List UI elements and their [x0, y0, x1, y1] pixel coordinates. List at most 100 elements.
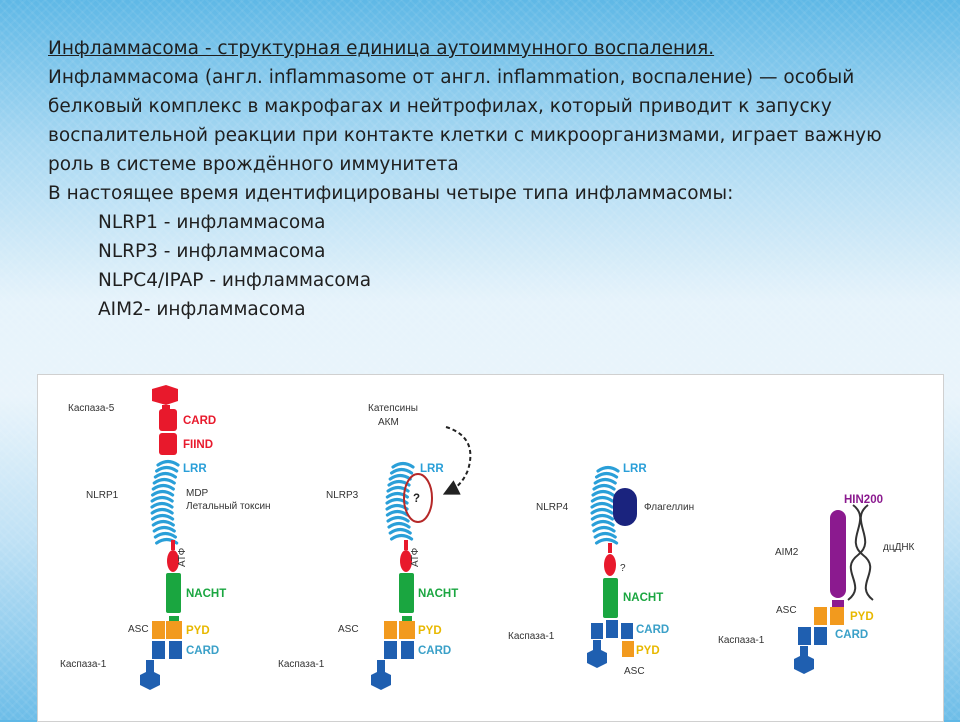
dsdna-label: дцДНК — [883, 542, 915, 553]
lrr-repeat — [593, 477, 617, 485]
nlrp3-activation-arrow — [442, 426, 472, 495]
nlrp3-card-label: CARD — [418, 645, 451, 657]
lrr-repeat — [150, 489, 175, 497]
hin200-label: HIN200 — [844, 494, 883, 506]
nlrp3-name: NLRP3 — [326, 490, 359, 501]
nlrp4-caspase1-label: Каспаза-1 — [508, 631, 555, 642]
nlrp3-nacht-label: NACHT — [418, 588, 458, 600]
nlrp3-atp-site — [400, 550, 412, 572]
type-item: NLPC4/IPAP - инфламмасома — [98, 270, 372, 291]
nlrp3-pyd-label: PYD — [418, 625, 442, 637]
aim2-card-label: CARD — [835, 629, 868, 641]
nlrp1-card-domain — [159, 409, 177, 431]
lrr-repeat — [591, 519, 615, 527]
nlrp1-ligand-mdp: MDP — [186, 488, 209, 499]
nlrp3-lrr-label: LRR — [420, 463, 444, 475]
nlrp1-caspase1-domain — [140, 670, 160, 690]
nlrp1-ligand-toxin: Летальный токсин — [186, 501, 271, 512]
aim2-asc-card — [814, 627, 827, 645]
lrr-repeat — [151, 483, 175, 491]
nlrp3-pyd-domain — [399, 621, 415, 639]
lrr-repeat — [155, 465, 179, 473]
lrr-repeat — [386, 515, 410, 523]
aim2-asc-label: ASC — [776, 605, 797, 616]
akm-label: АКМ — [378, 417, 399, 428]
lrr-repeat — [391, 461, 415, 469]
nlrp4-asc-pyd — [622, 641, 634, 657]
hin200-domain — [830, 510, 846, 598]
nlrp4-casp-card-1 — [591, 623, 603, 639]
definition-paragraph: Инфламмасома (англ. inflammasome от англ… — [48, 67, 882, 175]
nlrp4-question-mark: ? — [620, 563, 626, 574]
aim2-pyd-domain — [830, 607, 844, 625]
lrr-repeat — [590, 507, 614, 515]
nlrp1-complex: Каспаза-5 CARD FIIND LRR NLRP1 MDP Летал… — [60, 385, 271, 690]
lrr-repeat — [590, 501, 614, 509]
lrr-repeat — [156, 459, 180, 467]
type-item: NLRP1 - инфламмасома — [98, 212, 326, 233]
nlrp3-unknown-ligand — [403, 473, 433, 523]
lrr-repeat — [152, 525, 176, 533]
lrr-repeat — [590, 513, 614, 521]
nlrp4-lrr-label: LRR — [623, 463, 647, 475]
nlrp4-asc-card — [621, 623, 633, 639]
aim2-asc-pyd — [814, 607, 827, 625]
aim2-casp-card — [798, 627, 811, 645]
inflammasome-types-list: NLRP1 - инфламмасома NLRP3 - инфламмасом… — [48, 208, 928, 324]
fiind-label: FIIND — [183, 439, 213, 451]
nlrp4-name: NLRP4 — [536, 502, 569, 513]
lrr-repeat — [592, 483, 616, 491]
nlrp4-pyd-label: PYD — [636, 645, 660, 657]
lrr-repeat — [596, 465, 620, 473]
diagram-svg: Каспаза-5 CARD FIIND LRR NLRP1 MDP Летал… — [60, 385, 915, 690]
nlrp4-nacht-label: NACHT — [623, 592, 663, 604]
nlrp1-atp-label: АТФ — [177, 547, 188, 567]
caspase5-label: Каспаза-5 — [68, 403, 115, 414]
lrr-repeat — [386, 485, 410, 493]
aim2-pyd-label: PYD — [850, 611, 874, 623]
flagellin-shape — [613, 488, 637, 526]
nlrp1-asc-card — [152, 641, 165, 659]
lrr-repeat — [150, 513, 175, 521]
nlrp3-question-mark: ? — [413, 493, 420, 505]
lrr-repeat — [592, 525, 616, 533]
caspase5-domain — [152, 385, 178, 405]
slide-title: Инфламмасома - структурная единица аутои… — [48, 38, 715, 59]
dsdna-strand-2 — [847, 504, 869, 601]
lrr-repeat — [590, 495, 614, 503]
aim2-complex: HIN200 AIM2 дцДНК ASC PYD CARD Каспаза-1 — [718, 494, 915, 674]
lrr-repeat — [388, 473, 412, 481]
nlrp4-lrr-domain — [590, 465, 620, 545]
nlrp1-pyd-label: PYD — [186, 625, 210, 637]
lrr-repeat — [593, 531, 617, 539]
nlrp4-nacht-domain — [603, 578, 618, 618]
aim2-name: AIM2 — [775, 547, 799, 558]
nlrp1-card-blue — [169, 641, 182, 659]
nlrp4-card-label: CARD — [636, 624, 669, 636]
aim2-caspase1-label: Каспаза-1 — [718, 635, 765, 646]
nlrp1-caspase1-label: Каспаза-1 — [60, 659, 107, 670]
inflammasome-diagram: Каспаза-5 CARD FIIND LRR NLRP1 MDP Летал… — [37, 374, 944, 722]
flagellin-label: Флагеллин — [644, 502, 694, 513]
lrr-repeat — [385, 509, 409, 517]
nlrp3-caspase1-domain — [371, 670, 391, 690]
type-item: NLRP3 - инфламмасома — [98, 241, 326, 262]
nlrp3-asc-card — [384, 641, 397, 659]
lrr-repeat — [594, 471, 619, 479]
lrr-repeat — [591, 489, 615, 497]
nlrp4-card-domain — [606, 620, 618, 638]
nlrp1-card-label: CARD — [183, 415, 216, 427]
slide-text: Инфламмасома - структурная единица аутои… — [48, 34, 928, 324]
lrr-repeat — [152, 477, 176, 485]
lrr-repeat — [153, 471, 177, 479]
fiind-domain — [159, 433, 177, 455]
nlrp3-complex: Катепсины АКМ LRR NLRP3 ? АТФ NACHT ASC … — [278, 403, 472, 690]
nlrp4-complex: LRR NLRP4 Флагеллин ? NACHT CARD Каспаза… — [508, 463, 694, 677]
nlrp4-asc-label: ASC — [624, 666, 645, 677]
lrr-repeat — [385, 491, 409, 499]
nlrp4-caspase1-domain — [587, 648, 607, 668]
lrr-repeat — [150, 501, 174, 509]
lrr-repeat — [387, 521, 411, 529]
caspase5-linker — [162, 405, 170, 411]
lrr-repeat — [385, 497, 409, 505]
